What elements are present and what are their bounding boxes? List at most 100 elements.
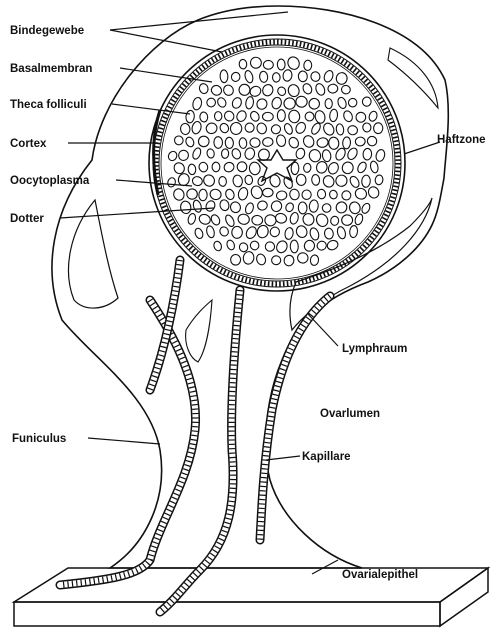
- yolk-granule: [296, 174, 306, 186]
- yolk-granule: [282, 176, 294, 190]
- oocyte: [149, 35, 405, 291]
- yolk-granule: [205, 225, 215, 238]
- yolk-granule: [192, 97, 203, 111]
- yolk-granule: [237, 187, 249, 201]
- yolk-granule: [245, 96, 255, 109]
- yolk-granule: [274, 212, 287, 224]
- yolk-granule: [226, 239, 236, 251]
- yolk-granule: [230, 71, 241, 82]
- yolk-granule: [230, 122, 243, 135]
- yolk-granule: [362, 122, 372, 132]
- yolk-granule: [257, 200, 269, 211]
- yolk-granule: [336, 72, 348, 85]
- yolk-granule: [277, 110, 285, 122]
- yolk-granule: [255, 97, 269, 111]
- lymph-space-middle: [186, 300, 212, 362]
- yolk-granule: [270, 123, 282, 135]
- yolk-granule: [231, 96, 243, 109]
- yolk-granule: [309, 98, 320, 109]
- yolk-granule: [298, 71, 308, 82]
- yolk-granule: [303, 163, 311, 173]
- yolk-granule: [251, 215, 263, 226]
- label-kapillare: Kapillare: [302, 451, 351, 463]
- yolk-granule: [314, 110, 326, 124]
- yolk-granule: [368, 110, 379, 122]
- yolk-granule: [223, 110, 236, 123]
- yolk-granule: [322, 174, 336, 189]
- capillary-lumen: [60, 300, 196, 585]
- yolk-granule: [354, 213, 364, 226]
- label-dotter: Dotter: [10, 213, 44, 225]
- yolk-granule: [296, 251, 309, 264]
- yolk-granule: [373, 123, 383, 134]
- yolk-granule: [286, 55, 301, 71]
- yolk-granule: [270, 199, 284, 213]
- yolk-granule: [276, 86, 287, 97]
- yolk-granule: [282, 96, 296, 110]
- yolk-granule: [363, 148, 372, 160]
- yolk-granule: [275, 239, 290, 254]
- yolk-granule: [283, 254, 295, 266]
- yolk-granule: [314, 212, 329, 228]
- yolk-granule: [204, 199, 216, 212]
- yolk-granule: [192, 199, 203, 213]
- yolk-granule: [263, 213, 277, 227]
- yolk-granule: [375, 149, 386, 163]
- yolk-granule: [219, 199, 230, 212]
- yolk-granule: [248, 84, 262, 98]
- yolk-granule: [310, 254, 319, 265]
- yolk-granule: [261, 83, 275, 97]
- yolk-granule: [369, 160, 379, 173]
- yolk-granule: [349, 225, 358, 238]
- yolk-granule: [269, 226, 281, 238]
- yolk-granule: [355, 137, 365, 146]
- yolk-granule: [309, 227, 321, 241]
- yolk-granule: [304, 111, 315, 122]
- label-bindegewebe: Bindegewebe: [10, 25, 84, 37]
- yolk-granule: [361, 175, 370, 188]
- yolk-granule: [219, 122, 231, 134]
- yolk-granule: [367, 185, 381, 200]
- yolk-granule: [188, 164, 196, 175]
- yolk-granule: [329, 189, 339, 199]
- yolk-granule: [316, 137, 329, 149]
- yolk-granule: [218, 225, 230, 237]
- yolk-granule: [167, 177, 177, 188]
- yolk-granule: [264, 240, 276, 252]
- yolk-granule: [348, 175, 361, 189]
- yolk-granule: [284, 202, 294, 213]
- yolk-granule: [329, 109, 338, 122]
- yolk-granule: [194, 227, 205, 239]
- yolk-granule: [288, 110, 300, 124]
- yolk-granule: [224, 214, 236, 228]
- yolk-granule: [348, 201, 361, 215]
- yolk-granule: [287, 83, 301, 98]
- yolk-granule: [308, 148, 322, 163]
- yolk-granule: [212, 162, 220, 172]
- yolk-granule: [210, 213, 222, 226]
- yolk-granule: [237, 213, 250, 225]
- yolk-granule: [220, 70, 228, 83]
- yolk-granule: [322, 149, 332, 162]
- yolk-granule: [341, 214, 353, 226]
- label-basalmembran: Basalmembran: [10, 63, 92, 75]
- yolk-granule: [249, 240, 260, 251]
- yolk-granule: [256, 122, 268, 135]
- yolk-granule: [262, 112, 273, 121]
- yolk-granule: [244, 70, 255, 84]
- yolk-granule: [284, 227, 294, 240]
- yolk-granule: [283, 122, 294, 135]
- yolk-granule: [324, 228, 334, 240]
- yolk-granule: [289, 188, 301, 200]
- yolk-granule: [336, 123, 345, 135]
- yolk-granule: [326, 239, 340, 252]
- yolk-granule: [238, 242, 249, 253]
- yolk-granule: [356, 161, 368, 174]
- yolk-granule: [245, 175, 253, 185]
- yolk-granule: [242, 251, 254, 265]
- yolk-granule: [249, 137, 261, 148]
- label-lymphraum: Lymphraum: [342, 343, 407, 355]
- yolk-granule: [199, 189, 208, 201]
- yolk-granule: [213, 240, 223, 251]
